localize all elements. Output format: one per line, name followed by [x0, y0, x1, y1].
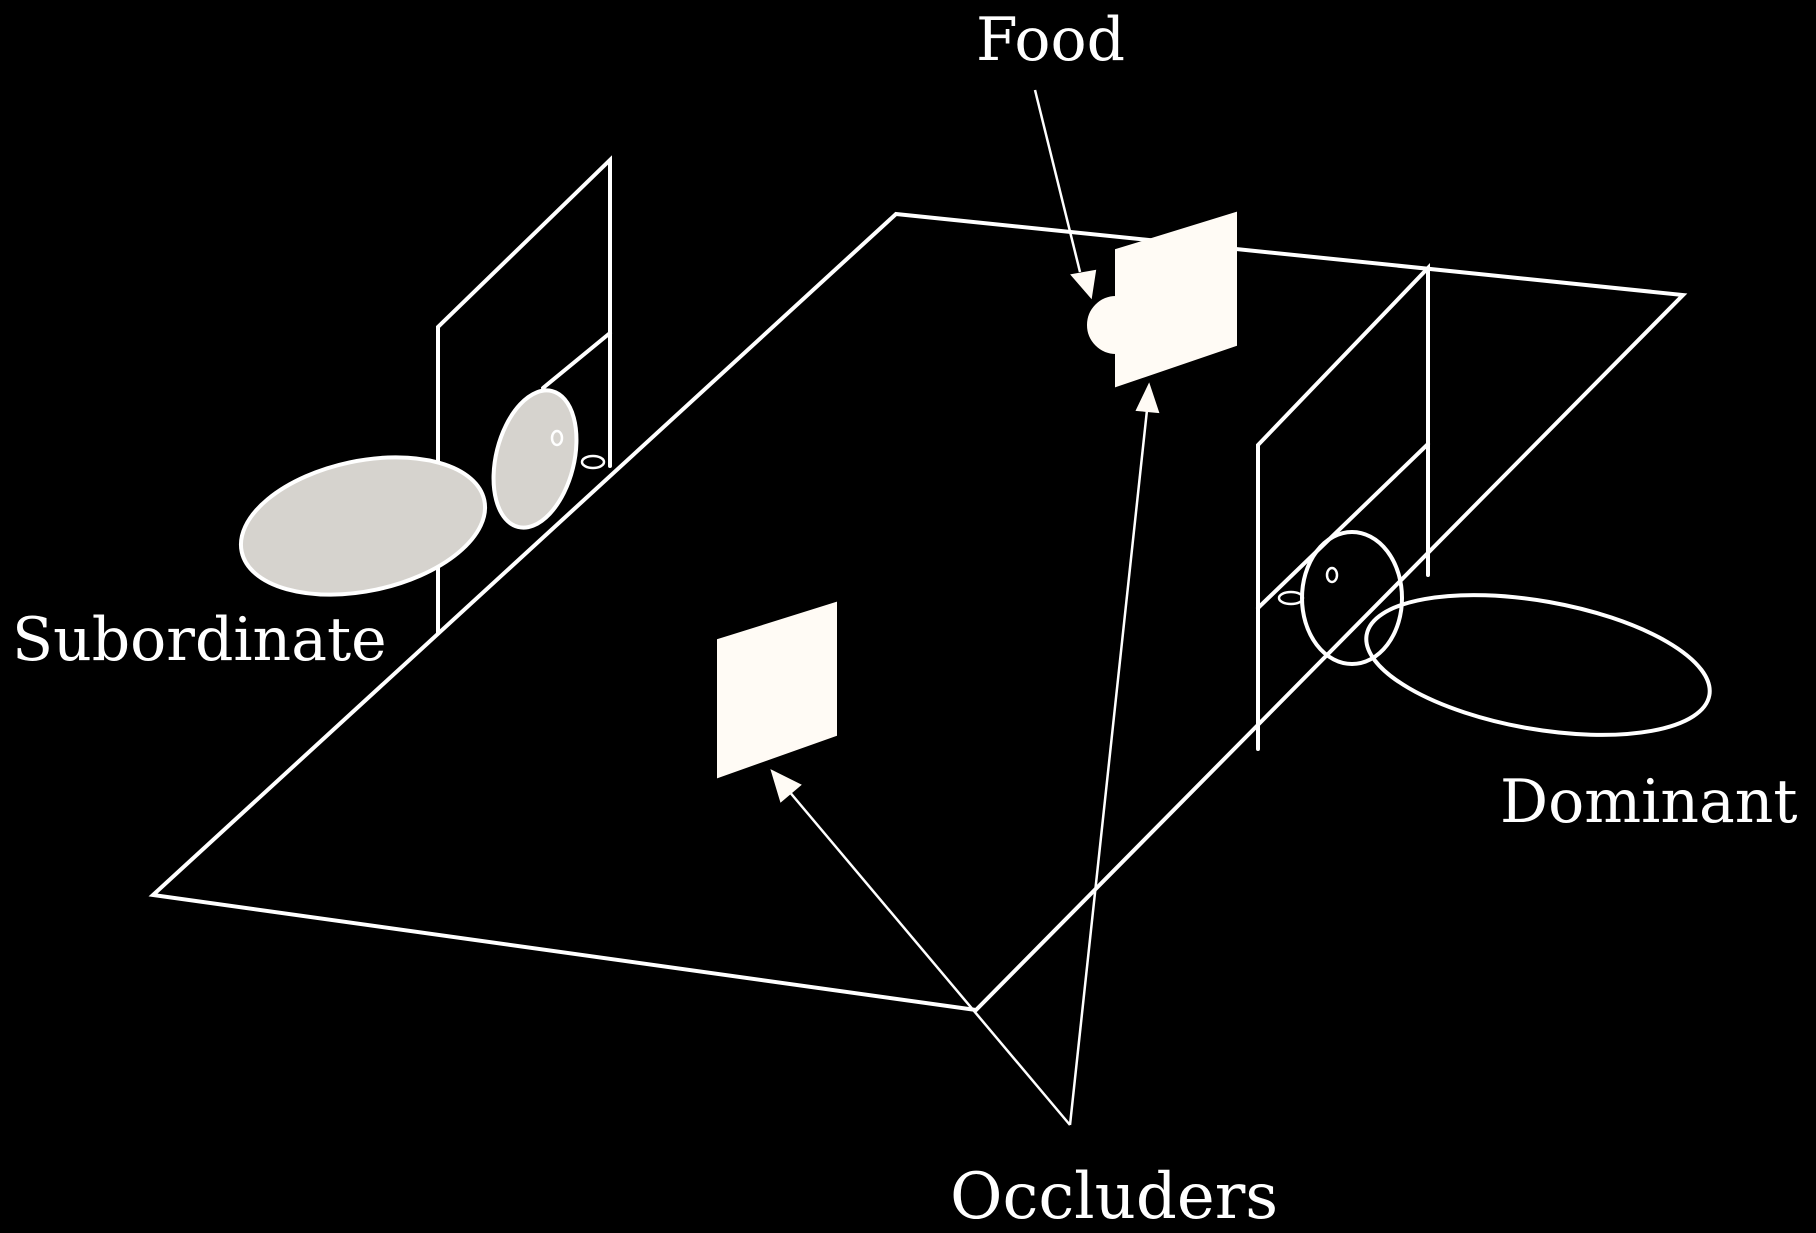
subordinate-label: Subordinate — [12, 605, 387, 675]
occluder-back — [1115, 211, 1237, 388]
subordinate-eye — [550, 429, 564, 447]
food-label: Food — [976, 5, 1125, 75]
food-item — [1087, 295, 1117, 355]
arena-floor — [148, 211, 1688, 1013]
dominant-head — [1300, 530, 1404, 666]
subordinate-door-frame — [436, 155, 612, 635]
subordinate-nose — [580, 454, 606, 470]
dominant-body — [1364, 593, 1712, 737]
subordinate-head — [491, 388, 579, 530]
occluders-label: Occluders — [950, 1160, 1278, 1233]
dominant-animal — [1277, 530, 1712, 737]
occluders-arrows — [770, 382, 1160, 1126]
dominant-eye — [1325, 566, 1339, 584]
subordinate-animal — [238, 388, 606, 597]
dominant-nose — [1277, 590, 1305, 606]
occluder-front — [717, 601, 837, 779]
food-arrow — [1033, 89, 1097, 300]
dominant-door-frame — [1256, 263, 1430, 751]
subordinate-body — [238, 455, 488, 597]
dominant-label: Dominant — [1500, 767, 1797, 837]
